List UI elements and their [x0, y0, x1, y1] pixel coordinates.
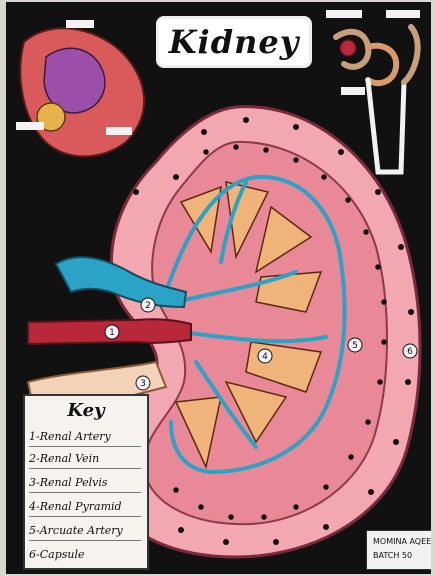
- key-item-5: 5-Arcuate Artery: [29, 524, 123, 537]
- poster: 1 2 3 4 5 6 Kidney Key 1-Renal Artery 2-…: [6, 2, 431, 574]
- marker-5-label: 5: [352, 341, 358, 351]
- marker-4-label: 4: [262, 352, 268, 362]
- author-batch: BATCH 50: [373, 549, 431, 563]
- key-panel: Key 1-Renal Artery 2-Renal Vein 3-Renal …: [23, 394, 149, 570]
- key-item-6: 6-Capsule: [29, 548, 85, 561]
- key-item-4: 4-Renal Pyramid: [29, 500, 122, 513]
- key-item-3: 3-Renal Pelvis: [29, 476, 107, 489]
- key-divider: [29, 492, 141, 493]
- key-divider: [29, 516, 141, 517]
- key-divider: [29, 468, 141, 469]
- marker-2-label: 2: [145, 301, 151, 311]
- author-name: MOMINA AQEE: [373, 535, 431, 549]
- key-divider: [29, 446, 141, 447]
- marker-1-label: 1: [109, 328, 115, 338]
- author-signature: MOMINA AQEE BATCH 50: [366, 530, 431, 570]
- key-divider: [29, 540, 141, 541]
- key-item-2: 2-Renal Vein: [29, 452, 99, 465]
- poster-title: Kidney: [156, 16, 312, 68]
- marker-3-label: 3: [140, 379, 146, 389]
- key-item-1: 1-Renal Artery: [29, 430, 111, 443]
- marker-6-label: 6: [407, 347, 413, 357]
- organ-illustration-left: [16, 20, 144, 156]
- key-heading: Key: [25, 400, 147, 421]
